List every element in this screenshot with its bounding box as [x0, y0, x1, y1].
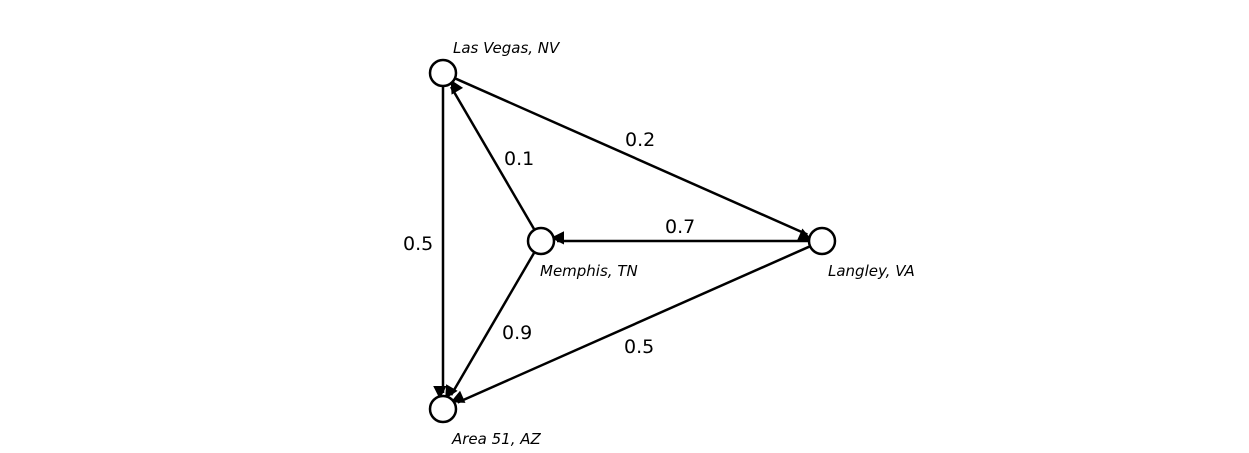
edge-lan-to-a51: [450, 245, 810, 404]
weight-lv-langley: 0.2: [625, 129, 655, 151]
label-las-vegas: Las Vegas, NV: [453, 39, 561, 57]
weight-memphis-area51: 0.9: [502, 322, 532, 344]
node-area-51: [428, 394, 458, 424]
weight-langley-area51: 0.5: [624, 336, 654, 358]
node-langley: [807, 226, 837, 256]
edge-mem-to-lv: [449, 79, 536, 230]
node-memphis: [526, 226, 556, 256]
weight-lv-area51: 0.5: [403, 233, 433, 255]
label-area-51: Area 51, AZ: [451, 430, 542, 448]
node-las-vegas: [428, 58, 458, 88]
weight-langley-memphis: 0.7: [665, 216, 695, 238]
weight-memphis-lv: 0.1: [504, 148, 534, 170]
label-memphis: Memphis, TN: [540, 262, 638, 280]
label-langley: Langley, VA: [828, 262, 915, 280]
edge-lv-to-lan: [455, 77, 812, 241]
edge-mem-to-a51: [445, 252, 536, 400]
